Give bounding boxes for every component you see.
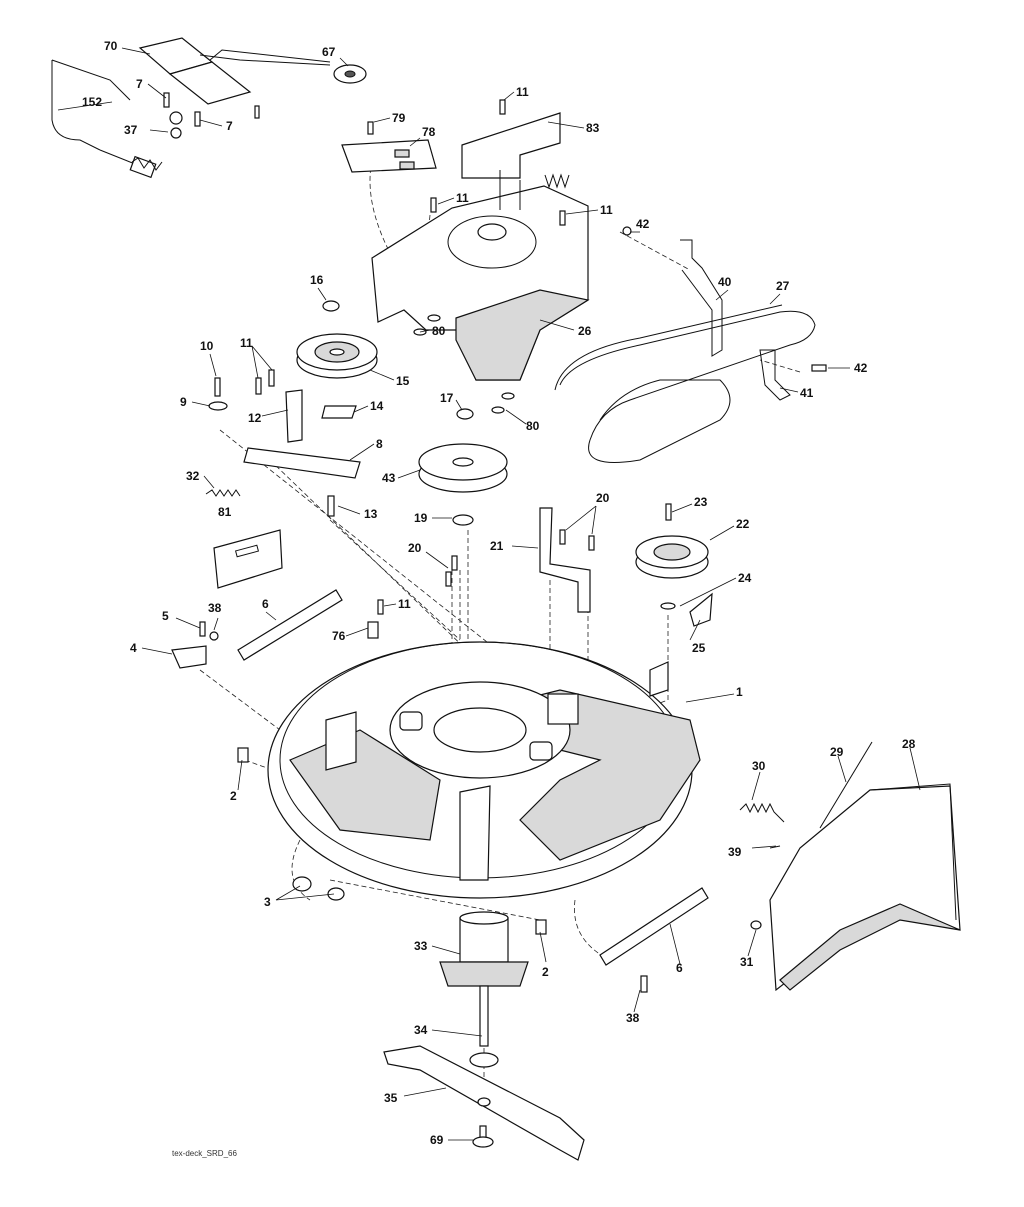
callout-12: 12 bbox=[248, 411, 262, 425]
callout-40: 40 bbox=[718, 275, 732, 289]
callout-11: 11 bbox=[240, 336, 253, 350]
callout-35: 35 bbox=[384, 1091, 398, 1105]
belt-cover-plate bbox=[341, 121, 437, 173]
callout-21: 21 bbox=[490, 539, 504, 553]
callout-28: 28 bbox=[902, 737, 916, 751]
callout-27: 27 bbox=[776, 279, 790, 293]
callout-39: 39 bbox=[728, 845, 742, 859]
discharge-chute-assembly bbox=[739, 741, 961, 992]
callout-79: 79 bbox=[392, 111, 406, 125]
blade-bolt bbox=[472, 1125, 494, 1148]
callout-69: 69 bbox=[430, 1133, 444, 1147]
main-drive-pulley bbox=[418, 408, 508, 587]
deck-link-arms bbox=[171, 589, 709, 993]
callout-7: 7 bbox=[136, 77, 143, 91]
diagram-caption: tex-deck_SRD_66 bbox=[172, 1149, 237, 1158]
callout-19: 19 bbox=[414, 511, 428, 525]
callout-labels: 70 67 152 7 7 37 11 79 78 83 11 11 42 40… bbox=[82, 39, 916, 1147]
callout-67: 67 bbox=[322, 45, 336, 59]
control-linkage-assembly bbox=[51, 37, 367, 179]
callout-leader-lines bbox=[57, 47, 921, 1141]
callout-24: 24 bbox=[738, 571, 752, 585]
callout-7: 7 bbox=[226, 119, 233, 133]
deflector-plate bbox=[213, 529, 283, 589]
blade-spindle-assembly bbox=[439, 911, 529, 1068]
callout-11: 11 bbox=[516, 85, 529, 99]
callout-34: 34 bbox=[414, 1023, 428, 1037]
callout-41: 41 bbox=[800, 386, 814, 400]
callout-17: 17 bbox=[440, 391, 454, 405]
callout-3: 3 bbox=[264, 895, 271, 909]
callout-33: 33 bbox=[414, 939, 428, 953]
callout-32: 32 bbox=[186, 469, 200, 483]
callout-16: 16 bbox=[310, 273, 324, 287]
mower-deck-housing bbox=[237, 641, 701, 935]
callout-6: 6 bbox=[262, 597, 269, 611]
callout-37: 37 bbox=[124, 123, 138, 137]
callout-2: 2 bbox=[230, 789, 237, 803]
callout-20: 20 bbox=[408, 541, 422, 555]
callout-1: 1 bbox=[736, 685, 743, 699]
callout-26: 26 bbox=[578, 324, 592, 338]
belt-guard-shield bbox=[461, 99, 561, 179]
tension-arm-assembly bbox=[205, 369, 361, 517]
callout-20: 20 bbox=[596, 491, 610, 505]
callout-30: 30 bbox=[752, 759, 766, 773]
idler-pulley-upper bbox=[296, 300, 378, 379]
callout-15: 15 bbox=[396, 374, 410, 388]
callout-14: 14 bbox=[370, 399, 384, 413]
callout-11: 11 bbox=[456, 191, 469, 205]
callout-11: 11 bbox=[600, 203, 613, 217]
cutting-blade bbox=[383, 1045, 585, 1161]
callout-13: 13 bbox=[364, 507, 378, 521]
callout-5: 5 bbox=[162, 609, 169, 623]
callout-42: 42 bbox=[854, 361, 868, 375]
callout-70: 70 bbox=[104, 39, 118, 53]
callout-38: 38 bbox=[626, 1011, 640, 1025]
deck-nuts bbox=[292, 876, 345, 901]
callout-80: 80 bbox=[526, 419, 540, 433]
callout-10: 10 bbox=[200, 339, 214, 353]
callout-4: 4 bbox=[130, 641, 137, 655]
deck-top-cover bbox=[371, 170, 590, 414]
callout-80: 80 bbox=[432, 324, 446, 338]
idler-bracket bbox=[539, 507, 595, 613]
callout-23: 23 bbox=[694, 495, 708, 509]
callout-22: 22 bbox=[736, 517, 750, 531]
callout-29: 29 bbox=[830, 745, 844, 759]
callout-9: 9 bbox=[180, 395, 187, 409]
belt-guide-and-belt bbox=[554, 226, 827, 463]
callout-81: 81 bbox=[218, 505, 232, 519]
callout-11: 11 bbox=[398, 597, 411, 611]
callout-6: 6 bbox=[676, 961, 683, 975]
callout-2: 2 bbox=[542, 965, 549, 979]
callout-152: 152 bbox=[82, 95, 102, 109]
callout-83: 83 bbox=[586, 121, 600, 135]
callout-8: 8 bbox=[376, 437, 383, 451]
callout-31: 31 bbox=[740, 955, 754, 969]
idler-pulley-right bbox=[635, 503, 713, 627]
callout-25: 25 bbox=[692, 641, 706, 655]
callout-76: 76 bbox=[332, 629, 346, 643]
callout-43: 43 bbox=[382, 471, 396, 485]
callout-38: 38 bbox=[208, 601, 222, 615]
callout-42: 42 bbox=[636, 217, 650, 231]
callout-78: 78 bbox=[422, 125, 436, 139]
